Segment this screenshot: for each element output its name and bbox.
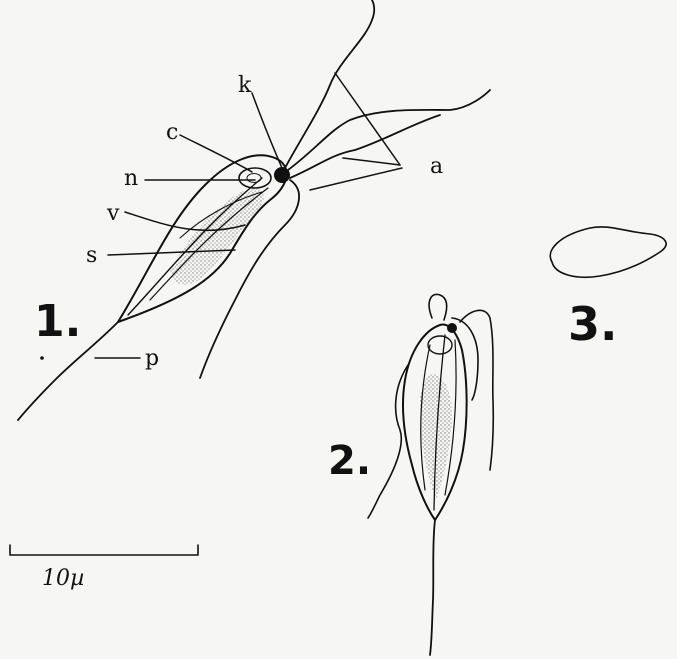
label-s: s [86, 243, 97, 268]
figure-2-organism [368, 294, 493, 655]
label-n: n [124, 166, 138, 191]
figure-2-recurrent-flagellum [368, 365, 408, 518]
figure-2-kinetosome [447, 323, 457, 333]
figure-1-flagellum-2 [288, 90, 490, 170]
figure-3-outline [550, 227, 666, 277]
leader-a-2 [343, 158, 400, 165]
label-k: k [238, 73, 252, 98]
figure-1-flagellum-3 [290, 115, 440, 178]
figure-2-posterior-flagellum [430, 520, 435, 655]
scale-bar-line [10, 545, 198, 555]
leader-a-1 [335, 73, 400, 165]
figure-2-flagellum-loop-left [429, 294, 447, 320]
figure-1-labels: k c n v s a p [86, 73, 443, 371]
leader-a-3 [310, 168, 402, 190]
figure-number-3: 3. [568, 297, 617, 351]
figure-2-flagellum-right [460, 310, 493, 470]
figure-1-nucleus [239, 168, 271, 188]
leader-c [180, 135, 252, 172]
label-v: v [106, 201, 120, 226]
figure-1-flagellum-1 [285, 0, 374, 168]
figure-number-1: 1. [34, 296, 81, 347]
figure-2-nucleus [428, 336, 452, 354]
figure-1-organism [18, 0, 490, 420]
label-a: a [430, 154, 443, 179]
figure-1-dot [40, 356, 44, 360]
label-c: c [166, 120, 178, 145]
figure-number-2: 2. [328, 438, 371, 484]
label-p: p [145, 346, 159, 371]
figure-1-nucleolus [247, 174, 261, 183]
scale-bar-label: 10µ [42, 566, 84, 591]
scale-bar: 10µ [10, 545, 198, 591]
